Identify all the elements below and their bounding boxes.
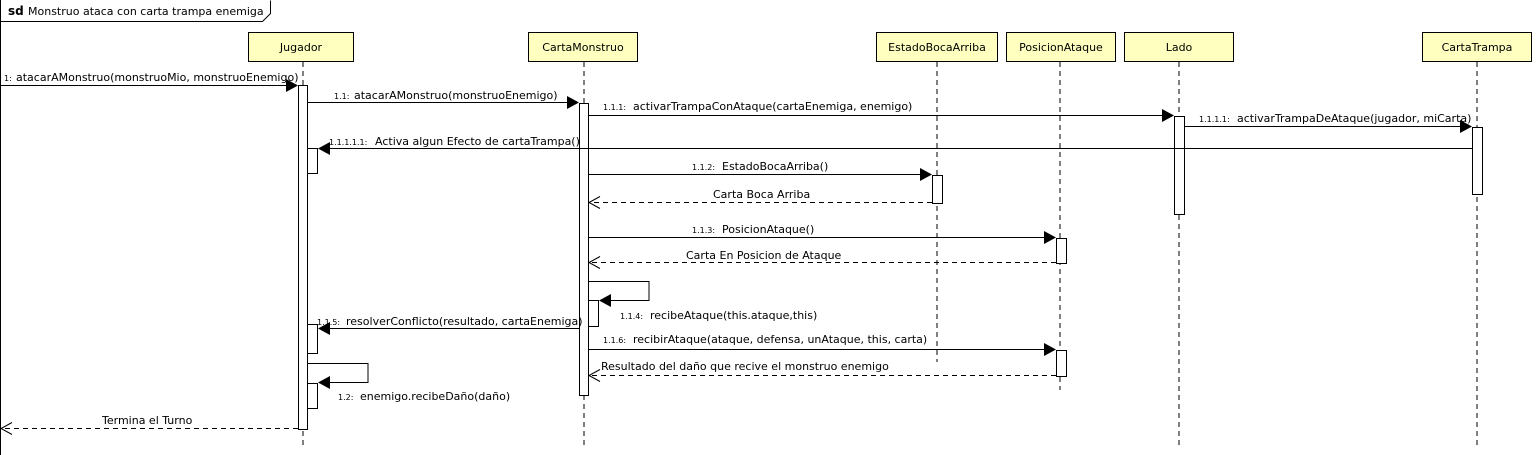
activation-lado <box>1174 116 1185 215</box>
participant-posicionataque[interactable]: PosicionAtaque <box>1006 32 1116 62</box>
message-activar-trampa-de-ataque[interactable]: 1.1.1.1: activarTrampaDeAtaque(jugador, … <box>1185 112 1472 133</box>
participant-label-posicionataque: PosicionAtaque <box>1019 41 1103 54</box>
participant-label-cartamonstruo: CartaMonstruo <box>542 41 624 54</box>
message-activar-trampa-con-ataque[interactable]: 1.1.1: activarTrampaConAtaque(cartaEnemi… <box>589 100 1174 122</box>
message-label: recibirAtaque(ataque, defensa, unAtaque,… <box>633 333 927 346</box>
participant-jugador[interactable]: Jugador <box>248 32 354 62</box>
message-seq: 1.1.5: <box>317 318 340 327</box>
message-atacar-a-monstruo-enemigo[interactable]: 1.1: atacarAMonstruo(monstruoEnemigo) <box>308 89 579 109</box>
message-seq: 1.1.1: <box>603 103 626 112</box>
frame-keyword: sd <box>8 4 24 18</box>
activation-cartatrampa <box>1472 127 1483 195</box>
message-recibe-ataque[interactable]: 1.1.4: recibeAtaque(this.ataque,this) <box>589 281 817 323</box>
return-label: Termina el Turno <box>101 414 193 427</box>
activation-jugador-main <box>298 85 308 430</box>
return-carta-boca-arriba[interactable]: Carta Boca Arriba <box>587 188 932 209</box>
message-seq: 1.1.6: <box>603 336 626 345</box>
message-label: enemigo.recibeDaño(daño) <box>360 390 510 403</box>
activation-jugador-resolver <box>307 324 318 354</box>
activation-posicionataque-1 <box>1056 238 1067 264</box>
participant-label-jugador: Jugador <box>279 41 323 54</box>
return-termina-el-turno[interactable]: Termina el Turno <box>0 414 298 435</box>
diagram-frame: sd Monstruo ataca con carta trampa enemi… <box>0 0 271 455</box>
message-label: EstadoBocaArriba() <box>722 160 828 173</box>
participant-cartatrampa[interactable]: CartaTrampa <box>1422 32 1532 62</box>
message-resolver-conflicto[interactable]: 1.1.5: resolverConflicto(resultado, cart… <box>317 315 583 335</box>
activation-bars <box>298 85 1483 430</box>
participant-estadobocaarriba[interactable]: EstadoBocaArriba <box>876 32 998 62</box>
message-label: recibeAtaque(this.ataque,this) <box>650 309 817 322</box>
participant-label-cartatrampa: CartaTrampa <box>1442 41 1513 54</box>
message-label: PosicionAtaque() <box>722 223 814 236</box>
message-label: Activa algun Efecto de cartaTrampa() <box>375 135 580 148</box>
message-seq: 1: <box>4 74 12 83</box>
message-seq: 1.1.4: <box>620 312 643 321</box>
return-resultado-dano[interactable]: Resultado del daño que recive el monstru… <box>587 360 1056 382</box>
activation-estadobocaarriba <box>932 175 943 204</box>
return-label: Resultado del daño que recive el monstru… <box>601 360 889 373</box>
frame-title: Monstruo ataca con carta trampa enemiga <box>28 5 264 18</box>
message-label: atacarAMonstruo(monstruoEnemigo) <box>354 89 558 102</box>
message-seq: 1.2: <box>338 393 353 402</box>
return-label: Carta En Posicion de Ataque <box>686 249 842 262</box>
message-seq: 1.1: <box>334 92 349 101</box>
message-seq: 1.1.3: <box>692 226 715 235</box>
message-label: activarTrampaConAtaque(cartaEnemiga, ene… <box>633 100 912 113</box>
activation-cartamonstruo-recibeataque <box>588 300 599 327</box>
message-recibir-ataque[interactable]: 1.1.6: recibirAtaque(ataque, defensa, un… <box>589 333 1056 356</box>
message-atacar-a-monstruo[interactable]: 1: atacarAMonstruo(monstruoMio, monstruo… <box>1 71 299 92</box>
message-label: resolverConflicto(resultado, cartaEnemig… <box>346 315 583 328</box>
message-seq: 1.1.1.1.1: <box>329 138 367 147</box>
message-recibe-dano[interactable]: 1.2: enemigo.recibeDaño(daño) <box>308 363 510 404</box>
participant-label-lado: Lado <box>1166 41 1193 54</box>
participant-cartamonstruo[interactable]: CartaMonstruo <box>528 32 638 62</box>
message-activa-efecto-carta-trampa[interactable]: 1.1.1.1.1: Activa algun Efecto de cartaT… <box>318 135 1472 155</box>
activation-jugador-efecto <box>307 148 318 174</box>
message-label: atacarAMonstruo(monstruoMio, monstruoEne… <box>16 71 299 84</box>
participant-label-estadobocaarriba: EstadoBocaArriba <box>888 41 986 54</box>
return-carta-en-posicion-de-ataque[interactable]: Carta En Posicion de Ataque <box>587 249 1056 269</box>
message-estado-boca-arriba[interactable]: 1.1.2: EstadoBocaArriba() <box>589 160 932 181</box>
message-seq: 1.1.2: <box>692 163 715 172</box>
message-label: activarTrampaDeAtaque(jugador, miCarta) <box>1237 112 1471 125</box>
activation-posicionataque-2 <box>1056 350 1067 377</box>
return-label: Carta Boca Arriba <box>713 188 810 201</box>
message-posicion-ataque[interactable]: 1.1.3: PosicionAtaque() <box>589 223 1056 244</box>
activation-cartamonstruo-main <box>579 103 589 396</box>
message-seq: 1.1.1.1: <box>1199 115 1230 124</box>
activation-jugador-dano <box>307 383 318 409</box>
participant-lado[interactable]: Lado <box>1124 32 1234 62</box>
